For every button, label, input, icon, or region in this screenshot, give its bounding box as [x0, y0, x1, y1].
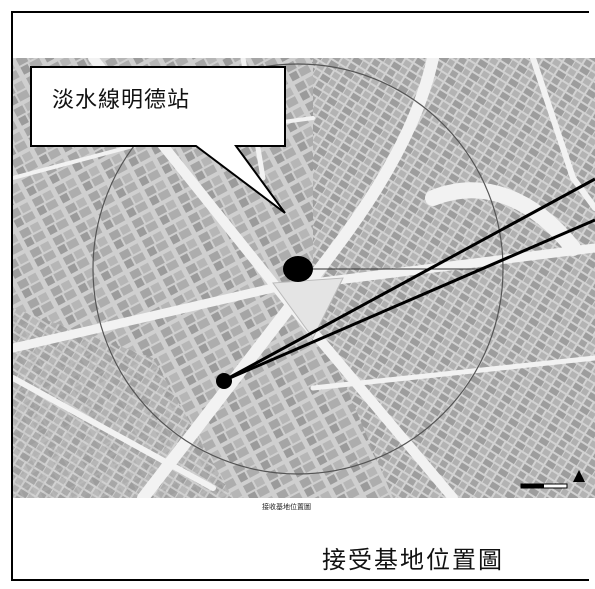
station-marker — [283, 256, 313, 282]
pointer-line-upper — [224, 177, 595, 382]
map-caption: 接收基地位置圖 — [262, 503, 311, 511]
receiving-site-marker — [216, 373, 232, 389]
station-callout — [30, 66, 286, 214]
scale-bar — [520, 470, 585, 489]
station-label: 淡水線明德站 — [52, 88, 191, 113]
page-title: 接受基地位置圖 — [322, 546, 504, 574]
radius-circle — [92, 63, 504, 475]
pointer-line-lower — [224, 218, 595, 382]
station-plaza — [272, 277, 344, 339]
